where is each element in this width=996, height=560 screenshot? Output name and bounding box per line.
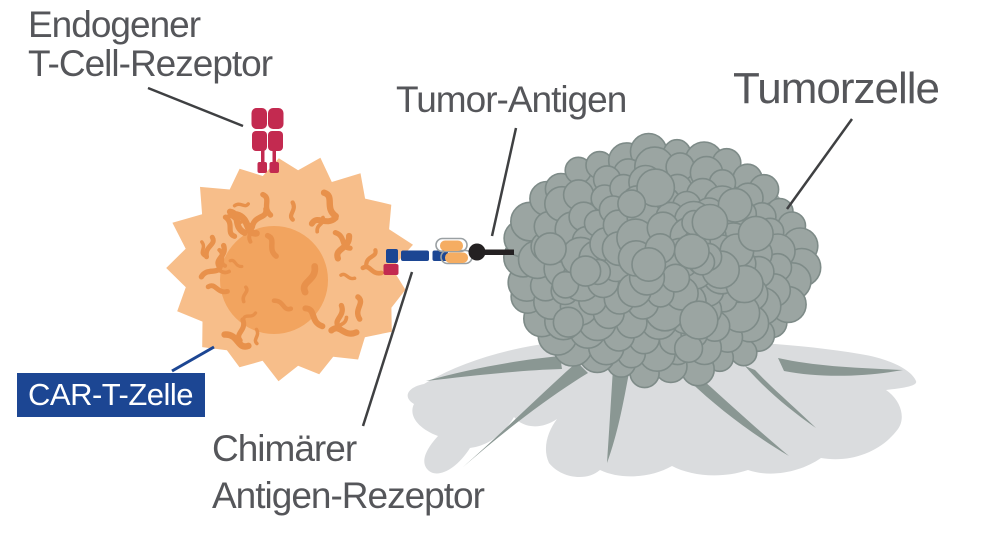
cell-squiggle [271, 298, 294, 312]
tcr-domain [268, 131, 283, 151]
tumor-bump [533, 232, 567, 266]
cell-squiggle [339, 272, 357, 281]
cell-squiggle [226, 208, 248, 237]
car-hinge-segment [432, 250, 448, 261]
label-tumor-cell: Tumorzelle [733, 64, 940, 113]
tcr-domain [251, 108, 267, 129]
tcr-anchor [257, 162, 267, 173]
leader-tumor-cell [785, 118, 854, 210]
car-transmembrane [386, 249, 398, 263]
tumor-cell-body [503, 132, 822, 389]
cell-squiggle [288, 200, 296, 222]
cell-squiggle [222, 214, 238, 239]
tentacle-arm [678, 370, 789, 456]
cell-squiggle [221, 331, 252, 350]
tumor-bump [673, 233, 710, 270]
endogenous-tcr-graphic [251, 108, 284, 173]
tumor-bump [552, 306, 584, 338]
leader-car-t-cell [171, 345, 215, 373]
cell-squiggle [241, 285, 249, 304]
cell-squiggle [315, 215, 326, 234]
cell-squiggle [260, 191, 274, 218]
t-cell-nucleus [220, 226, 328, 334]
cell-squiggle [336, 315, 349, 332]
cell-squiggle [253, 327, 260, 346]
tentacle-arm [607, 368, 629, 463]
cell-squiggle [332, 230, 353, 251]
tcr-stalk [272, 150, 276, 164]
tumor-bump [717, 187, 753, 223]
tumor-bump [636, 168, 676, 208]
label-endogenous-tcr-line1: Endogener [28, 4, 201, 45]
t-cell-texture [198, 189, 384, 350]
leader-chimeric-receptor [361, 271, 414, 427]
leader-tumor-antigen [490, 127, 518, 237]
tcr-domain [268, 108, 284, 129]
cell-squiggle [300, 263, 319, 296]
tumor-bump [660, 263, 691, 293]
label-chimeric-receptor-line1: Chimärer [212, 428, 357, 469]
tcr-stalk [261, 150, 265, 164]
tumor-membrane-shadow [407, 337, 917, 478]
label-chimeric-receptor-line2: Antigen-Rezeptor [212, 474, 485, 516]
antigen-dot [468, 243, 486, 261]
tcr-domain [252, 131, 267, 151]
cell-squiggle [217, 247, 228, 268]
tentacle-arm [745, 366, 816, 428]
tumor-bump [691, 203, 729, 241]
cell-squiggle [264, 232, 279, 259]
cell-squiggle [205, 283, 230, 295]
tumor-bump [617, 189, 647, 219]
label-endogenous-tcr-line2: T-Cell-Rezeptor [28, 43, 273, 85]
label-car-t-cell: CAR-T-Zelle [17, 373, 205, 417]
cell-squiggle [334, 302, 345, 330]
cell-squiggle [241, 311, 258, 321]
antigen-stalk [481, 249, 514, 255]
tentacle-arm [426, 356, 562, 381]
car-costim-domain [383, 264, 399, 275]
tumor-tentacles [426, 356, 903, 467]
cell-squiggle [200, 240, 206, 258]
cell-squiggle [364, 248, 378, 267]
scfv-domain [445, 252, 468, 263]
tumor-antigen-graphic [468, 243, 514, 261]
car-receptor-graphic [383, 237, 473, 275]
tumor-bump [631, 247, 667, 283]
label-chimeric-receptor: Chimärer Antigen-Rezeptor [212, 426, 485, 520]
tentacle-arm [778, 358, 903, 376]
cell-squiggle [360, 264, 384, 276]
label-tumor-antigen: Tumor-Antigen [396, 79, 627, 120]
cell-squiggle [233, 211, 260, 237]
cell-squiggle [334, 232, 353, 262]
cell-squiggle [328, 325, 360, 337]
cell-squiggle [232, 202, 250, 208]
cell-squiggle [354, 294, 364, 322]
scfv-domain [440, 240, 463, 251]
cell-squiggle [302, 305, 326, 330]
cell-squiggle [228, 258, 244, 269]
label-endogenous-tcr: Endogener T-Cell-Rezeptor [28, 4, 273, 85]
cell-squiggle [212, 268, 231, 275]
cell-squiggle [203, 234, 216, 260]
tentacle-arm [463, 362, 588, 467]
scfv-linker-loop [435, 237, 468, 253]
cell-squiggle [320, 189, 339, 220]
tumor-bump [737, 215, 774, 252]
tumor-bump [569, 255, 602, 287]
tumor-bumps [503, 132, 822, 389]
car-hinge-segment [401, 250, 429, 261]
leader-endogenous-tcr [147, 86, 244, 128]
tcr-anchor [269, 162, 279, 173]
membrane-shape [407, 337, 917, 478]
tumor-bump [679, 300, 719, 340]
car-t-cell-body [166, 157, 413, 382]
